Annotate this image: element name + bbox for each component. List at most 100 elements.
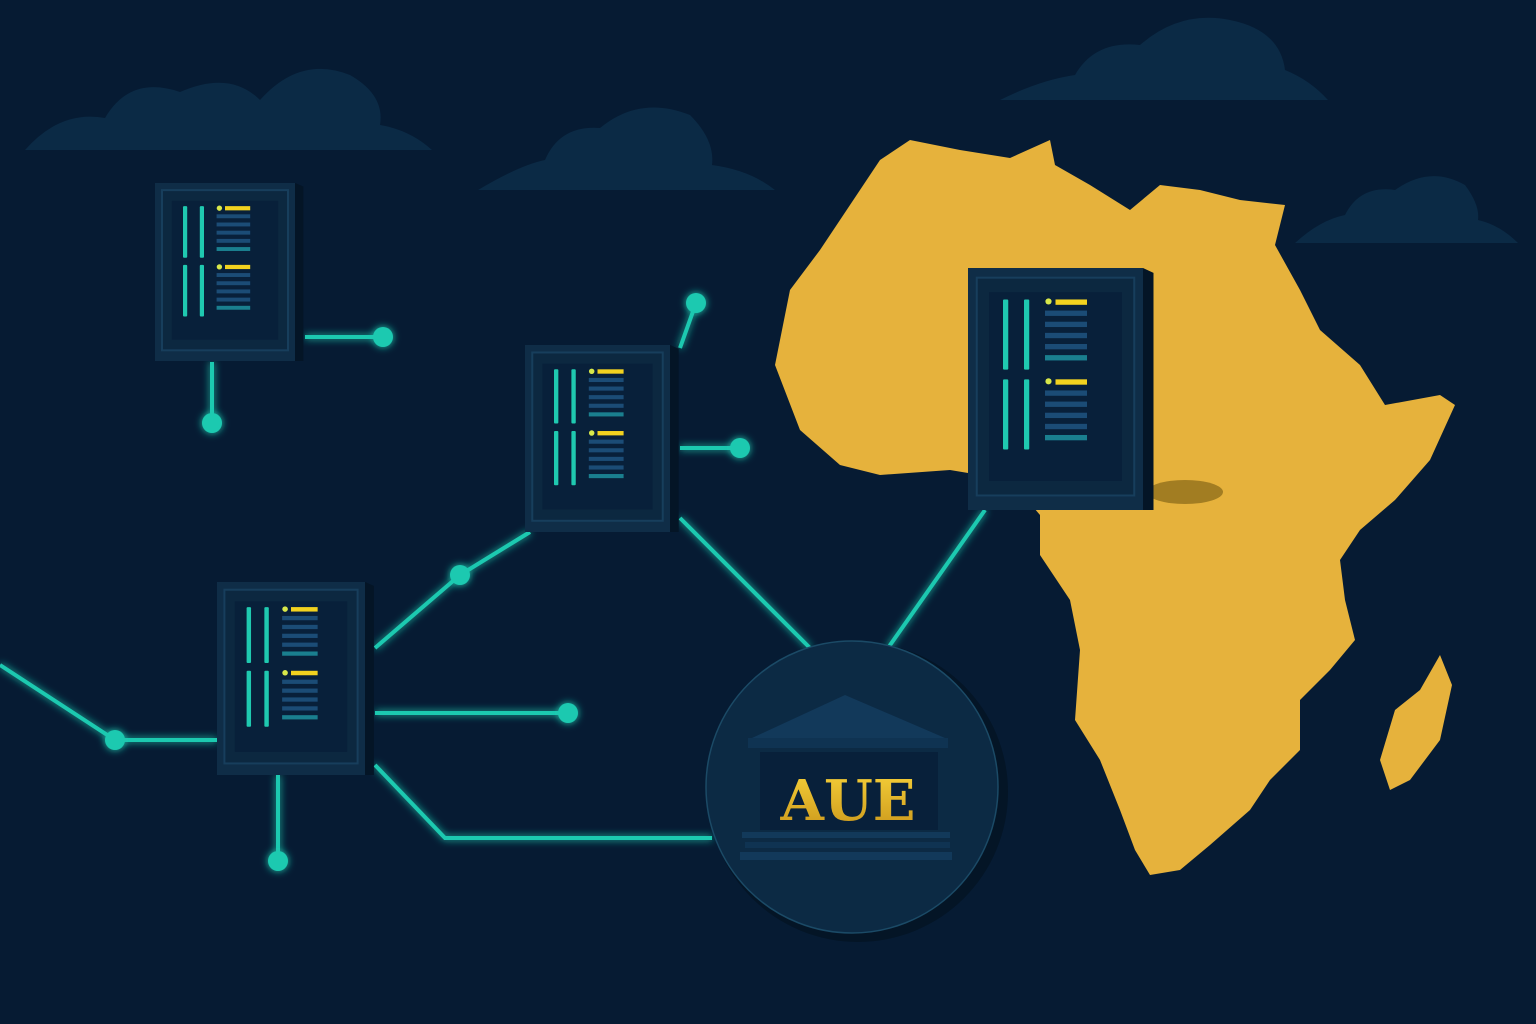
server-inner bbox=[171, 200, 279, 340]
status-bar bbox=[183, 264, 188, 317]
drive-slot bbox=[588, 474, 624, 479]
drive-slot bbox=[1045, 423, 1087, 430]
network-link bbox=[373, 763, 712, 840]
server-rack bbox=[525, 345, 679, 532]
drive-slot bbox=[216, 247, 251, 251]
drive-slot bbox=[282, 651, 318, 656]
status-bar bbox=[264, 670, 269, 727]
server-shadow bbox=[1147, 480, 1223, 504]
server-inner bbox=[234, 601, 348, 752]
indicator-bar bbox=[291, 670, 318, 676]
drive-slot bbox=[588, 386, 624, 391]
network-nodes bbox=[105, 293, 750, 871]
status-bar bbox=[1024, 299, 1030, 370]
cloud bbox=[478, 107, 775, 190]
drive-slot bbox=[588, 456, 624, 461]
drive-slot bbox=[282, 642, 318, 647]
drive-slot bbox=[588, 377, 624, 383]
status-led bbox=[216, 264, 223, 270]
drive-slot bbox=[588, 439, 624, 444]
cloud bbox=[1295, 176, 1518, 243]
drive-slot bbox=[1045, 390, 1087, 396]
status-led bbox=[282, 606, 288, 612]
status-bar bbox=[183, 206, 188, 258]
status-led bbox=[216, 205, 223, 211]
indicator-bar bbox=[597, 431, 624, 436]
status-led bbox=[1045, 298, 1052, 305]
emblem-text: AUE bbox=[780, 768, 916, 834]
cloud bbox=[25, 68, 432, 150]
drive-slot bbox=[216, 305, 251, 310]
drive-slot bbox=[282, 715, 318, 720]
drive-slot bbox=[216, 222, 251, 227]
server-rack bbox=[217, 582, 374, 775]
drive-slot bbox=[588, 403, 624, 408]
status-led bbox=[588, 368, 595, 375]
server-side bbox=[295, 183, 304, 361]
status-bar bbox=[246, 670, 252, 727]
drive-slot bbox=[1045, 321, 1087, 328]
status-bar bbox=[1003, 379, 1009, 450]
status-bar bbox=[554, 431, 559, 486]
status-bar bbox=[1024, 379, 1030, 450]
drive-slot bbox=[216, 214, 251, 219]
status-bar bbox=[246, 607, 252, 664]
status-bar bbox=[1003, 299, 1009, 370]
network-node bbox=[730, 438, 750, 458]
indicator-bar bbox=[225, 264, 251, 270]
drive-slot bbox=[216, 289, 251, 294]
drive-slot bbox=[1045, 412, 1087, 419]
drive-slot bbox=[1045, 401, 1087, 407]
status-bar bbox=[554, 369, 559, 424]
drive-slot bbox=[1045, 332, 1087, 339]
drive-slot bbox=[282, 679, 318, 684]
drive-slot bbox=[282, 615, 318, 621]
network-node bbox=[202, 413, 222, 433]
drive-slot bbox=[216, 230, 251, 235]
drive-slot bbox=[282, 706, 318, 711]
network-node bbox=[268, 851, 288, 871]
indicator-bar bbox=[225, 206, 251, 211]
drive-slot bbox=[216, 281, 251, 286]
drive-slot bbox=[282, 697, 318, 702]
indicator-bar bbox=[597, 369, 624, 374]
server-rack bbox=[968, 268, 1154, 510]
status-led bbox=[588, 430, 595, 436]
server-rack bbox=[155, 183, 304, 361]
drive-slot bbox=[588, 412, 624, 417]
status-led bbox=[1045, 378, 1052, 385]
drive-slot bbox=[1045, 355, 1087, 361]
network-link bbox=[678, 516, 812, 650]
network-node bbox=[686, 293, 706, 313]
network-node bbox=[373, 327, 393, 347]
network-node bbox=[450, 565, 470, 585]
drive-slot bbox=[588, 465, 624, 470]
clouds bbox=[25, 17, 1518, 243]
server-side bbox=[365, 582, 374, 775]
status-bar bbox=[199, 264, 204, 317]
servers bbox=[155, 183, 1154, 775]
drive-slot bbox=[588, 395, 624, 400]
indicator-bar bbox=[291, 607, 318, 612]
drive-slot bbox=[588, 448, 624, 453]
drive-slot bbox=[1045, 434, 1087, 441]
status-bar bbox=[264, 607, 269, 664]
server-inner bbox=[989, 292, 1122, 481]
drive-slot bbox=[216, 297, 251, 302]
drive-slot bbox=[282, 633, 318, 638]
server-side bbox=[670, 345, 679, 532]
status-bar bbox=[199, 206, 204, 258]
network-node bbox=[558, 703, 578, 723]
network-node bbox=[105, 730, 125, 750]
drive-slot bbox=[282, 688, 318, 693]
server-inner bbox=[542, 363, 653, 510]
network-link bbox=[886, 508, 987, 650]
madagascar-map bbox=[1380, 655, 1452, 790]
indicator-bar bbox=[1055, 299, 1087, 305]
drive-slot bbox=[216, 273, 251, 277]
drive-slot bbox=[1045, 343, 1087, 350]
aue-emblem: AUE bbox=[705, 640, 1008, 942]
drive-slot bbox=[216, 238, 251, 243]
status-bar bbox=[571, 431, 576, 486]
